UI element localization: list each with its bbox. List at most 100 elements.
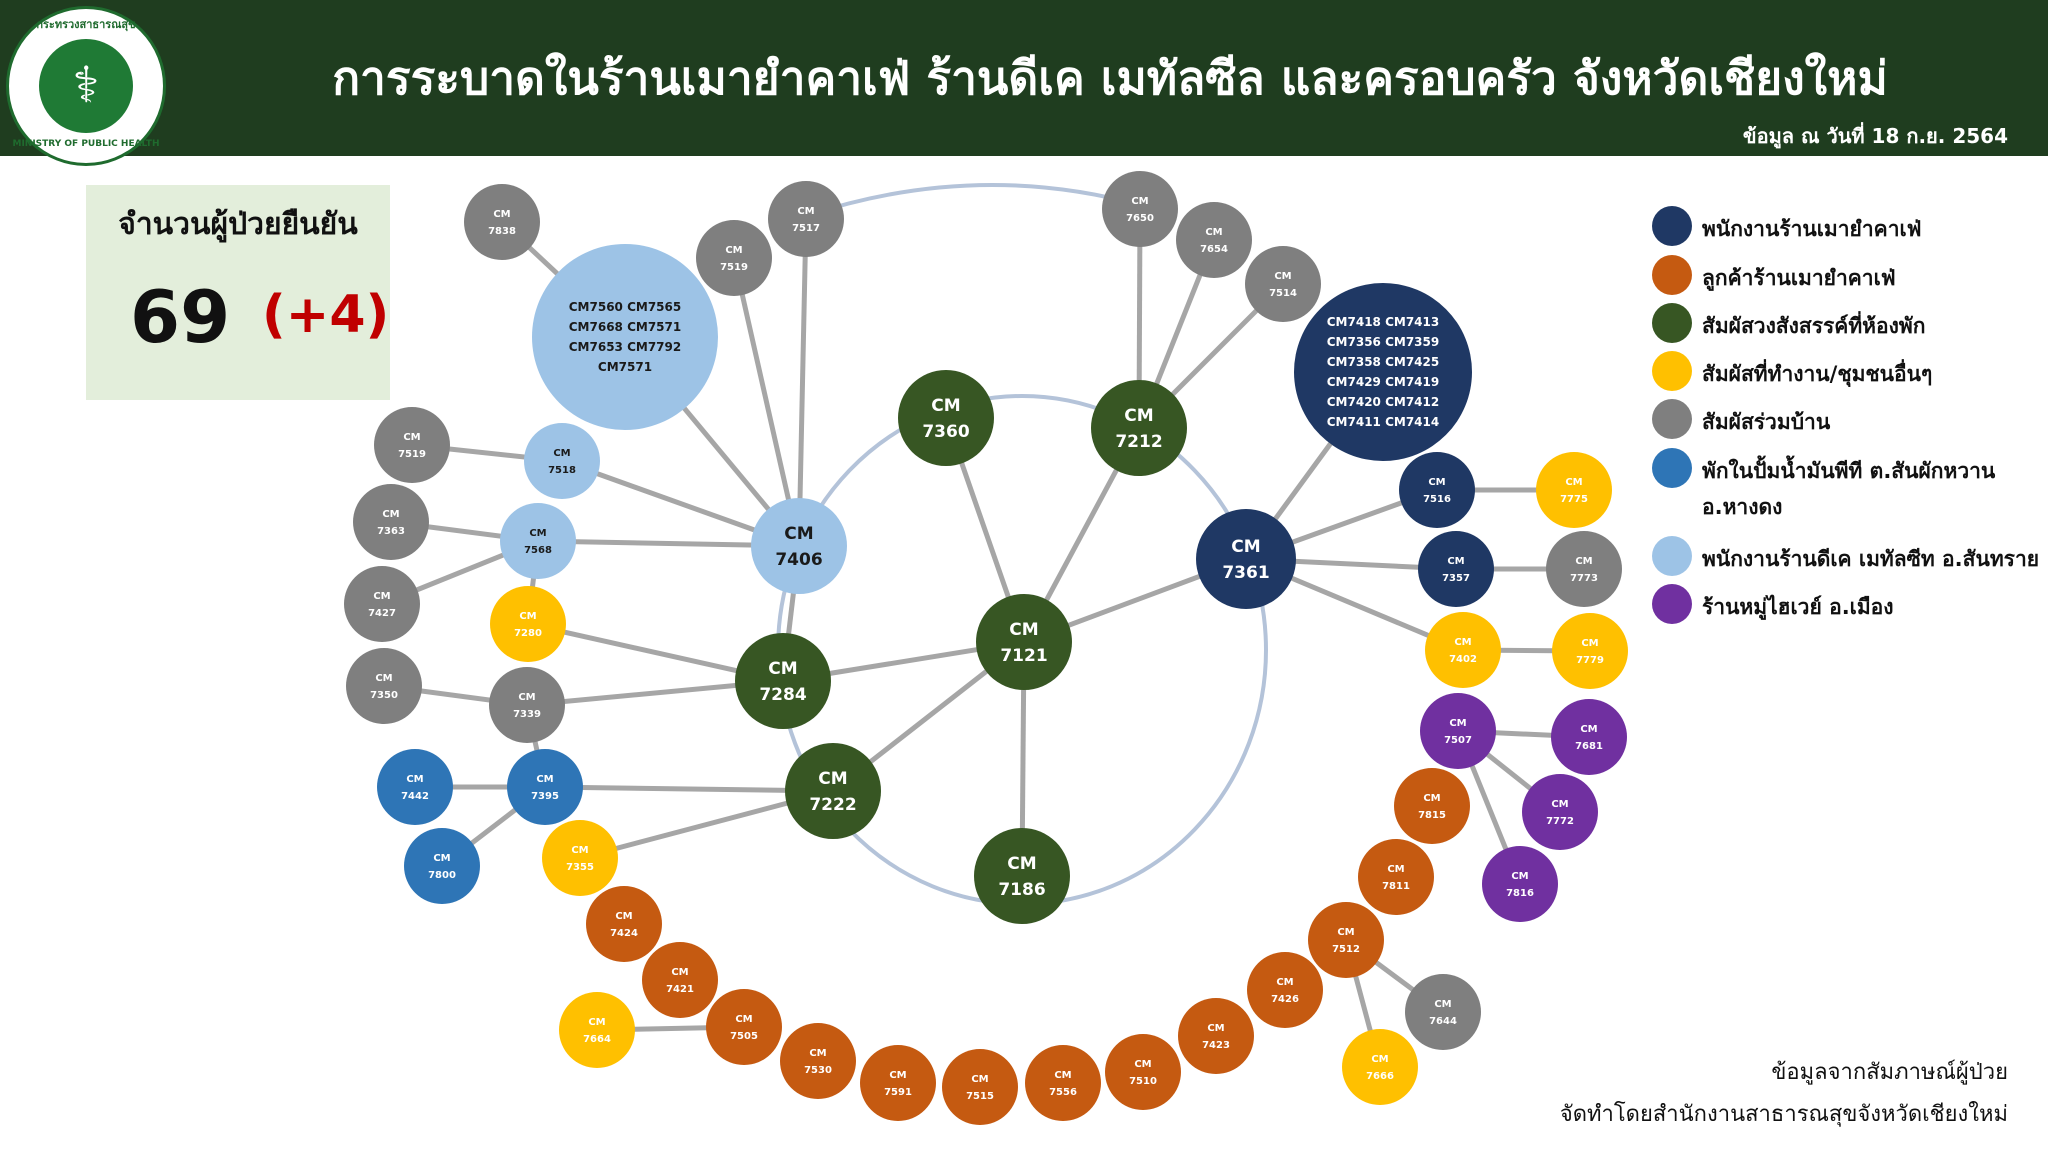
node-label: 7556 bbox=[1049, 1087, 1077, 1098]
node-label: 7360 bbox=[922, 422, 969, 442]
node-circle bbox=[374, 407, 450, 483]
node-label: 7424 bbox=[610, 928, 638, 939]
node-label: CM bbox=[406, 774, 423, 785]
page-title: การระบาดในร้านเมายำคาเฟ่ ร้านดีเค เมทัลซ… bbox=[332, 51, 1888, 105]
node-label: 7568 bbox=[524, 545, 552, 556]
node-circle bbox=[942, 1049, 1018, 1125]
node-circle bbox=[1536, 452, 1612, 528]
node-label: CM bbox=[493, 209, 510, 220]
node-circle bbox=[586, 886, 662, 962]
legend-label: สัมผัสวงสังสรรค์ที่ห้องพัก bbox=[1702, 314, 1926, 338]
node-circle bbox=[1552, 613, 1628, 689]
node-label: CM bbox=[553, 448, 570, 459]
node-label: CM bbox=[519, 611, 536, 622]
confirmed-count-value: 69 bbox=[130, 275, 231, 359]
node-label: CM bbox=[809, 1048, 826, 1059]
node-label: CM7420 CM7412 bbox=[1327, 395, 1439, 409]
node-label: 7350 bbox=[370, 690, 398, 701]
node-circle bbox=[500, 503, 576, 579]
node-label: 7654 bbox=[1200, 244, 1228, 255]
node-label: CM bbox=[1551, 799, 1568, 810]
node-circle bbox=[490, 586, 566, 662]
node-label: 7811 bbox=[1382, 881, 1410, 892]
node-circle bbox=[860, 1045, 936, 1121]
node-circle bbox=[642, 942, 718, 1018]
node-label: 7395 bbox=[531, 791, 559, 802]
node-circle bbox=[559, 992, 635, 1068]
legend-label: พักในปั้มน้ำมันพีที ต.สันผักหวาน bbox=[1702, 459, 1996, 483]
node-circle bbox=[1025, 1045, 1101, 1121]
node-label: CM bbox=[818, 769, 847, 789]
logo-text-th: กระทรวงสาธารณสุข bbox=[36, 18, 136, 31]
node-label: 7121 bbox=[1000, 646, 1047, 666]
node-label: CM bbox=[571, 845, 588, 856]
node-circle bbox=[1245, 246, 1321, 322]
node-label: CM bbox=[433, 853, 450, 864]
legend-label: พนักงานร้านเมายำคาเฟ่ bbox=[1702, 217, 1922, 241]
node-circle bbox=[1405, 974, 1481, 1050]
node-label: 7361 bbox=[1222, 563, 1269, 583]
node-circle bbox=[974, 828, 1070, 924]
node-label: 7421 bbox=[666, 984, 694, 995]
node-label: CM bbox=[784, 524, 813, 544]
node-label: CM7653 CM7792 bbox=[569, 340, 681, 354]
node-circle bbox=[1522, 774, 1598, 850]
node-label: CM bbox=[1580, 724, 1597, 735]
node-circle bbox=[1425, 612, 1501, 688]
legend-label-line2: อ.หางดง bbox=[1702, 495, 1783, 519]
node-circle bbox=[1551, 699, 1627, 775]
node-label: 7838 bbox=[488, 226, 516, 237]
node-label: 7186 bbox=[998, 880, 1045, 900]
node-label: 7519 bbox=[720, 262, 748, 273]
node-label: CM bbox=[1565, 477, 1582, 488]
node-circle bbox=[696, 220, 772, 296]
node-label: 7505 bbox=[730, 1031, 758, 1042]
node-label: CM bbox=[1131, 196, 1148, 207]
node-label: 7514 bbox=[1269, 288, 1297, 299]
node-label: CM bbox=[1575, 556, 1592, 567]
node-label: CM bbox=[971, 1074, 988, 1085]
node-label: 7284 bbox=[759, 685, 806, 705]
node-label: CM bbox=[382, 509, 399, 520]
node-circle bbox=[1176, 202, 1252, 278]
node-label: CM bbox=[373, 591, 390, 602]
node-label: CM bbox=[1449, 718, 1466, 729]
node-label: 7357 bbox=[1442, 573, 1470, 584]
case-node-7838: CM 7838 bbox=[464, 184, 540, 260]
node-circle bbox=[1102, 171, 1178, 247]
node-circle bbox=[346, 648, 422, 724]
node-label: 7518 bbox=[548, 465, 576, 476]
node-label: CM7571 bbox=[598, 360, 652, 374]
node-label: 7212 bbox=[1115, 432, 1162, 452]
node-label: 7406 bbox=[775, 550, 822, 570]
node-label: 7772 bbox=[1546, 816, 1574, 827]
node-label: 7512 bbox=[1332, 944, 1360, 955]
